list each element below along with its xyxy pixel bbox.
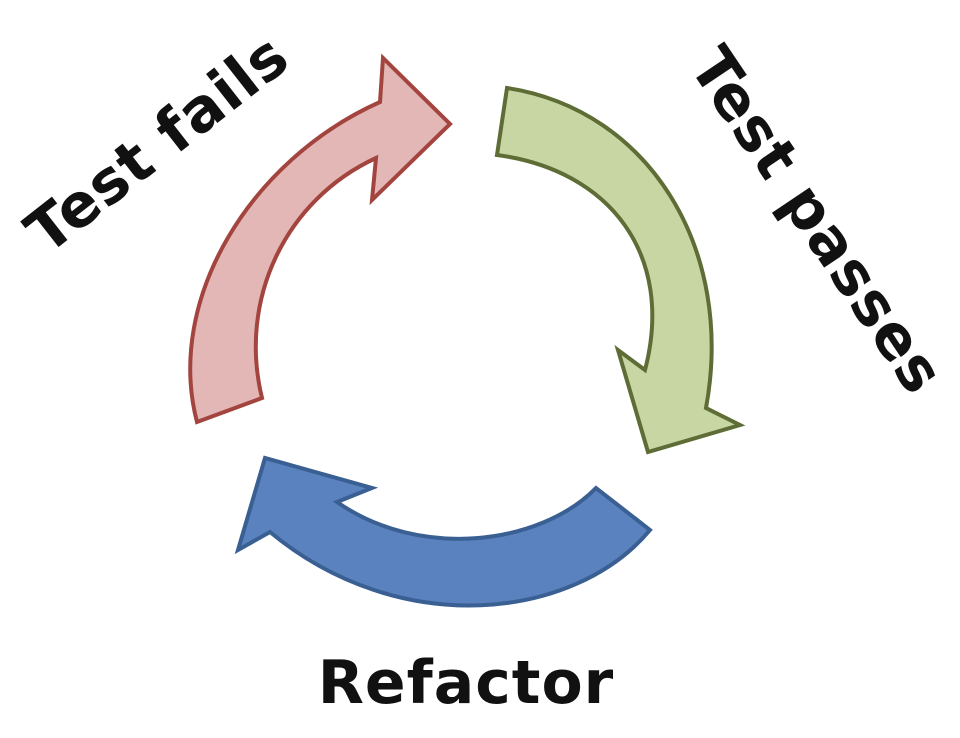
refactor-label: Refactor	[318, 648, 615, 718]
test-fails-arrow	[188, 53, 453, 425]
refactor-arrow	[234, 455, 653, 608]
test-passes-arrow	[494, 85, 746, 455]
test-passes-label: Test passes	[675, 35, 957, 407]
